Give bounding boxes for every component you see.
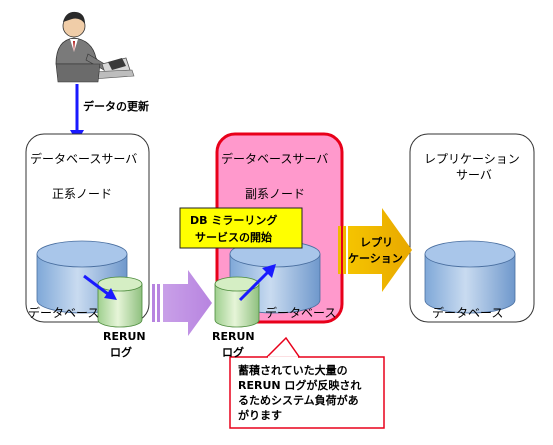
- secondary-log-label-2: ログ: [222, 346, 244, 359]
- primary-rerun-log-cylinder: [97, 276, 143, 328]
- apply-log-arrow: [238, 264, 276, 302]
- secondary-server-title: データベースサーバ: [221, 152, 329, 166]
- primary-node-label: 正系ノード: [52, 187, 113, 201]
- replication-arrow-line1: レプリ: [360, 236, 393, 249]
- primary-log-label-2: ログ: [110, 346, 132, 359]
- update-label: データの更新: [83, 100, 149, 113]
- user-at-computer-icon: [55, 11, 135, 84]
- replication-arrow: [338, 208, 412, 292]
- replication-database-cylinder: [424, 240, 516, 314]
- note-line4: がります: [238, 409, 282, 422]
- secondary-node-label: 副系ノード: [245, 187, 306, 201]
- write-log-arrow: [83, 274, 117, 300]
- replication-server-title-line2: サーバ: [456, 168, 492, 182]
- replication-arrow-line2: ケーション: [348, 252, 403, 265]
- update-arrow: [70, 84, 84, 142]
- replication-db-label: データベース: [432, 306, 504, 320]
- replication-server-title-line1: レプリケーション: [424, 152, 520, 166]
- note-line3: るためシステム負荷があ: [238, 394, 359, 407]
- secondary-log-label-1: RERUN: [212, 330, 255, 343]
- note-line1: 蓄積されていた大量の: [238, 364, 348, 377]
- log-transfer-arrow: [152, 270, 212, 336]
- primary-server-title: データベースサーバ: [30, 152, 138, 166]
- note-pointer: [264, 336, 302, 359]
- note-box: [229, 356, 385, 429]
- primary-log-label-1: RERUN: [103, 330, 146, 343]
- mirroring-callout-line2: サービスの開始: [195, 231, 272, 244]
- mirroring-callout-line1: DB ミラーリング: [190, 214, 278, 227]
- primary-db-label: データベース: [28, 306, 100, 320]
- secondary-db-label: データベース: [265, 306, 337, 320]
- mirroring-callout-box: [179, 207, 303, 249]
- secondary-rerun-log-cylinder: [214, 276, 260, 328]
- note-line2: RERUN ログが反映され: [238, 379, 362, 392]
